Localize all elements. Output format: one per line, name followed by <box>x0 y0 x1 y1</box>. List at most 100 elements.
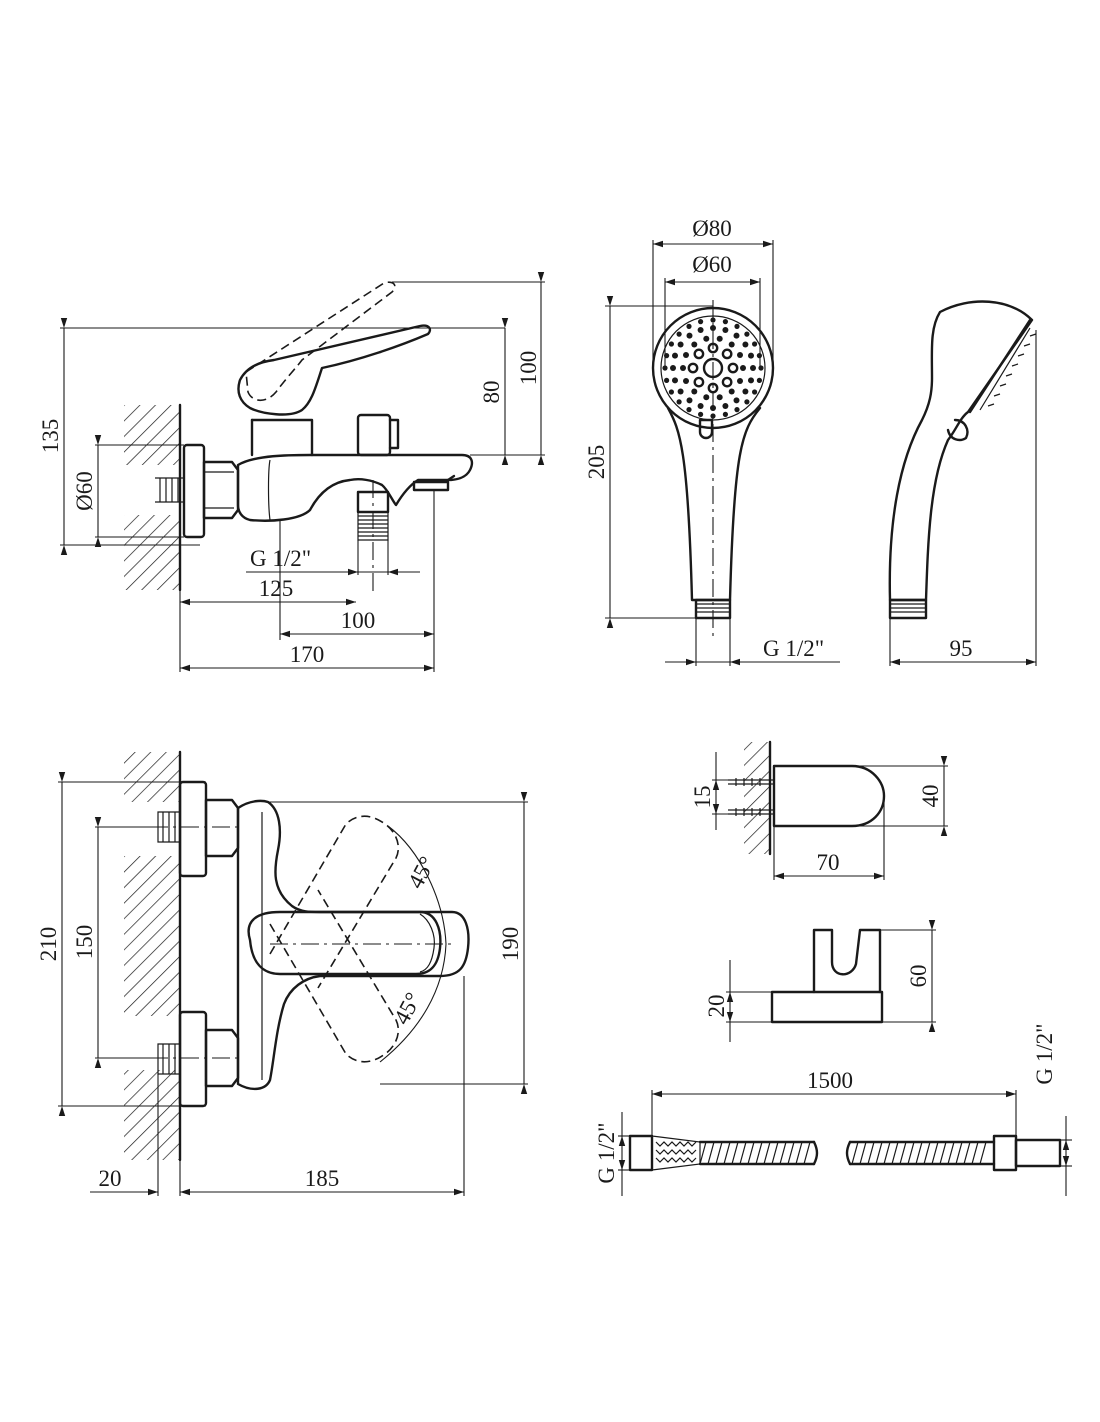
spray-hole <box>733 397 740 404</box>
spray-hole <box>676 331 682 337</box>
spray-hole <box>672 377 678 384</box>
spray-hole <box>687 362 699 374</box>
dim-fixing: 15 <box>690 786 715 809</box>
spray-hole <box>750 365 756 371</box>
dim-bracket-base: 20 <box>704 995 729 1018</box>
dimension-arrowhead <box>58 772 66 782</box>
shower-hose <box>628 1134 1062 1172</box>
spray-hole <box>716 335 723 342</box>
dimension-arrowhead <box>652 1090 662 1098</box>
spray-hole <box>686 332 693 339</box>
dim-head-inner: Ø60 <box>692 252 732 277</box>
spray-hole <box>737 352 743 358</box>
hand-shower-dimensions <box>605 240 1037 666</box>
dim-holder-length: 70 <box>817 850 840 875</box>
dim-shower-depth: 95 <box>950 636 973 661</box>
spray-hole <box>664 377 670 383</box>
dim-shower-length: 205 <box>584 445 609 480</box>
dimension-arrowhead <box>60 545 68 555</box>
spray-hole <box>758 365 764 371</box>
spray-hole <box>728 341 735 348</box>
spray-hole <box>716 394 723 401</box>
dim-bracket-height: 60 <box>906 965 931 988</box>
dimension-arrowhead <box>606 296 614 306</box>
dimension-arrowhead <box>424 664 434 672</box>
spray-hole <box>668 341 675 347</box>
spray-hole <box>752 341 758 347</box>
dim-height-total: 135 <box>38 419 63 454</box>
spray-hole <box>756 377 763 383</box>
dimension-arrowhead <box>1006 1090 1016 1098</box>
spray-hole <box>733 332 740 339</box>
spray-hole <box>721 376 733 388</box>
spray-hole <box>707 382 719 394</box>
spray-hole <box>710 325 716 331</box>
dim-hose-thread-left: G 1/2" <box>594 1122 619 1183</box>
spray-hole <box>691 388 698 395</box>
dimension-arrowhead <box>501 318 509 328</box>
spray-hole <box>722 403 729 409</box>
dim-height-body: 80 <box>479 381 504 404</box>
spray-hole <box>734 323 740 329</box>
spray-hole <box>710 317 716 323</box>
spray-hole <box>680 365 686 371</box>
spray-hole <box>693 376 705 388</box>
dimension-arrowhead <box>501 455 509 465</box>
spray-hole <box>683 378 689 384</box>
dimension-arrowhead <box>606 618 614 628</box>
mixer-top-dimensions <box>58 781 528 1196</box>
spray-hole <box>742 341 749 348</box>
spray-hole <box>740 365 746 371</box>
dimension-arrowhead <box>653 240 663 248</box>
dim-head-outer: Ø80 <box>692 216 732 241</box>
dimension-arrowhead <box>94 1058 102 1068</box>
dimension-arrowhead <box>454 1188 464 1196</box>
dimension-arrowhead <box>94 537 102 547</box>
spray-hole <box>756 353 763 359</box>
wall-hatch <box>744 742 770 854</box>
dimension-arrowhead <box>94 817 102 827</box>
dim-height-lever: 100 <box>516 351 541 386</box>
spray-hole <box>722 411 729 417</box>
shower-bracket <box>770 928 884 1024</box>
spray-hole <box>742 388 749 395</box>
shower-bracket-dimensions <box>726 929 936 1042</box>
shower-hose-dimensions <box>618 1090 1072 1196</box>
spray-hole <box>744 399 750 405</box>
wall-hatch <box>124 405 180 465</box>
spray-hole <box>748 352 754 359</box>
wall-hatch <box>124 752 180 802</box>
hand-shower-labels: Ø80 Ø60 205 G 1/2" 95 <box>584 216 973 661</box>
dim-flange-diameter: Ø60 <box>72 471 97 511</box>
dim-inlet-spacing: 150 <box>72 925 97 960</box>
hand-shower-front <box>651 300 775 640</box>
dimension-arrowhead <box>1026 658 1036 666</box>
dimension-arrowhead <box>537 272 545 282</box>
dimension-arrowhead <box>874 872 884 880</box>
dimension-arrowhead <box>712 780 720 790</box>
spray-hole <box>693 348 705 360</box>
spray-hole <box>721 348 733 360</box>
spray-hole <box>686 397 693 404</box>
dimension-arrowhead <box>890 658 900 666</box>
spray-hole <box>686 323 692 329</box>
dimension-arrowhead <box>58 1106 66 1116</box>
spray-hole <box>697 327 704 333</box>
dimension-arrowhead <box>1062 1156 1070 1166</box>
dimension-arrowhead <box>60 318 68 328</box>
dimension-arrowhead <box>940 756 948 766</box>
dimension-arrowhead <box>348 568 358 576</box>
spray-hole <box>752 389 758 395</box>
spray-hole <box>734 407 740 413</box>
dimension-arrowhead <box>388 568 398 576</box>
dimension-arrowhead <box>774 872 784 880</box>
spray-hole <box>722 327 729 333</box>
spray-hole <box>676 399 682 405</box>
spray-hole <box>722 319 729 325</box>
dim-reach-center: 100 <box>341 608 376 633</box>
wall-hatch <box>124 1070 180 1160</box>
dim-top-width: 190 <box>498 927 523 962</box>
dimension-arrowhead <box>750 278 760 286</box>
spray-hole <box>737 378 743 384</box>
spray-hole <box>672 352 678 359</box>
